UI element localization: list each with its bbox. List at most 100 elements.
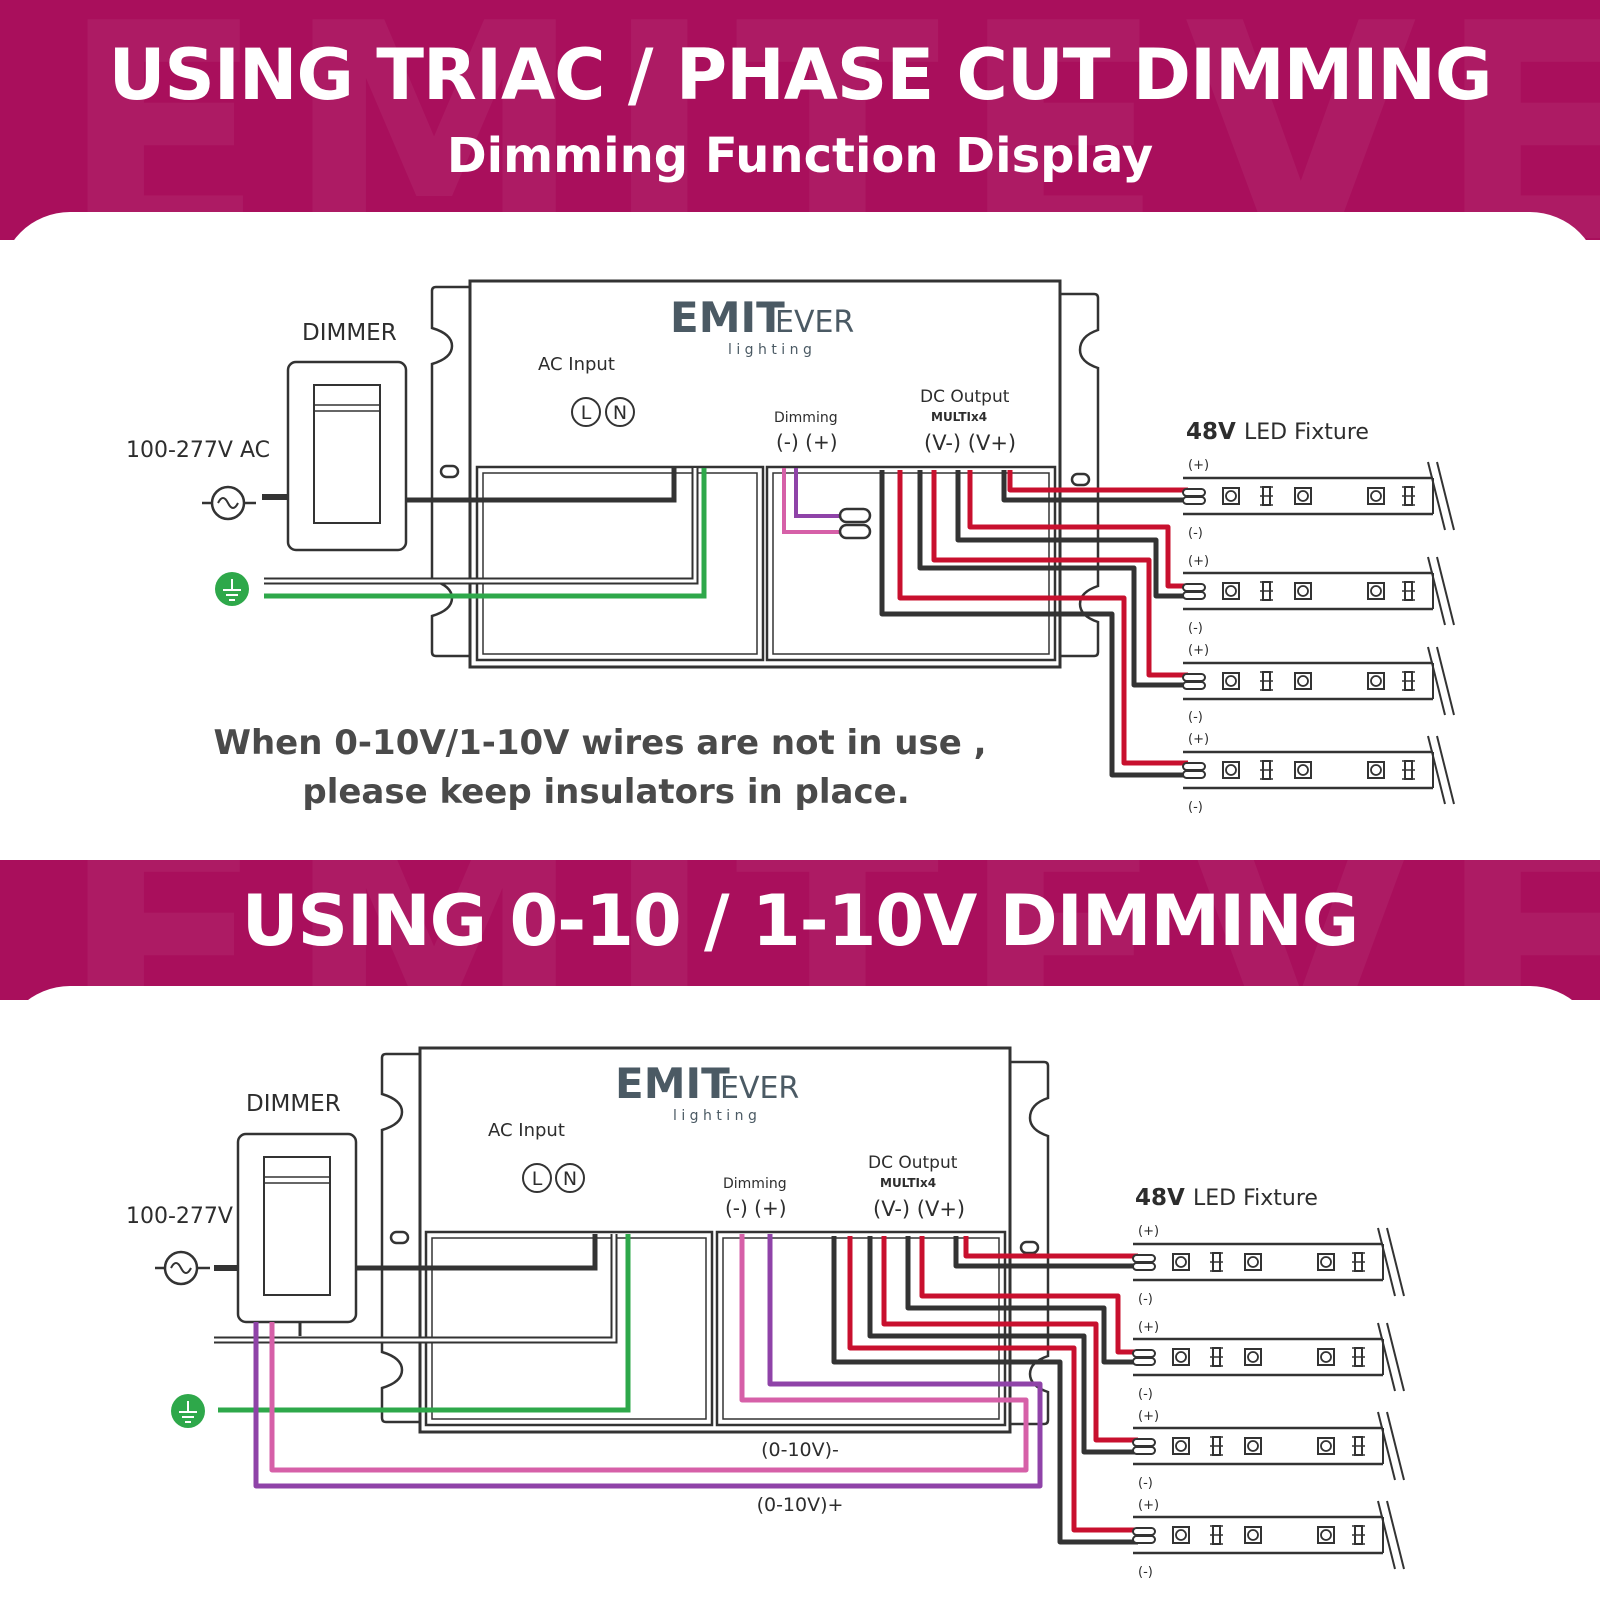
insulator-note-line1: When 0-10V/1-10V wires are not in use , (213, 723, 986, 763)
wire-minus-label: (0-10V)- (761, 1439, 839, 1461)
fixture-minus-label: (-) (1188, 800, 1203, 815)
dim-minus-wire (782, 468, 842, 534)
terminal-n-icon (605, 397, 635, 427)
dc-compartment (765, 465, 1057, 662)
dim-minus-wire (269, 1234, 1029, 1473)
fixture-plus-label: (+) (1188, 643, 1209, 658)
led-fixture (1181, 734, 1456, 806)
live-wire (406, 468, 677, 503)
supply-voltage-label: 100-277V AC (126, 438, 270, 463)
section1-diagram: EMIT EVER l i g h t i n g AC Input L N D… (126, 279, 1456, 815)
wire-plus-label: (0-10V)+ (757, 1494, 844, 1516)
section1-subtitle: Dimming Function Display (446, 128, 1154, 184)
dimmer-slider (313, 384, 381, 524)
fixture-minus-label: (-) (1138, 1292, 1153, 1307)
driver-left-flange (430, 285, 470, 658)
led-fixture (1131, 1499, 1406, 1571)
section2-title: USING 0-10 / 1-10V DIMMING (241, 880, 1359, 962)
led-fixture (1131, 1410, 1406, 1482)
dc-output-wires (831, 1236, 1138, 1545)
fixture-plus-label: (+) (1188, 732, 1209, 747)
dimmer-slider (263, 1156, 331, 1296)
svg-text:L: L (532, 1168, 543, 1190)
brand-tagline: l i g h t i n g (673, 1108, 757, 1124)
section2-diagram: EMIT EVER l i g h t i n g AC Input L N D… (126, 1046, 1406, 1580)
ac-compartment (475, 465, 765, 662)
dimming-terminals: (-) (+) (725, 1196, 787, 1220)
svg-text:L: L (581, 402, 592, 424)
led-driver-box (468, 279, 1062, 669)
fixture-plus-label: (+) (1138, 1224, 1159, 1239)
dimmer-wallplate (236, 1132, 358, 1324)
section1-title: USING TRIAC / PHASE CUT DIMMING (108, 34, 1493, 116)
fixture-minus-label: (-) (1188, 621, 1203, 636)
led-fixture (1131, 1321, 1406, 1393)
terminal-l-icon (522, 1163, 552, 1193)
dim-plus-wire (253, 1234, 1043, 1489)
neutral-wire (264, 468, 697, 583)
dimmer-label: DIMMER (302, 320, 397, 346)
brand-logo-bold: EMIT (670, 293, 785, 342)
multi-label: MULTIx4 (931, 410, 987, 424)
fixture-voltage: 48V (1135, 1185, 1185, 1211)
dimming-terminals: (-) (+) (776, 430, 838, 454)
dc-output-wires (879, 470, 1188, 778)
ac-compartment (424, 1230, 714, 1427)
fixture-plus-label: (+) (1138, 1320, 1159, 1335)
supply-voltage-label: 100-277V (126, 1204, 233, 1229)
svg-text:N: N (613, 402, 627, 424)
brand-logo-bold: EMIT (615, 1059, 730, 1108)
dc-output-label: DC Output (920, 387, 1010, 407)
driver-right-flange (1008, 1060, 1050, 1426)
dc-terminals: (V-) (V+) (924, 431, 1016, 455)
mount-slot (1070, 472, 1091, 487)
led-fixture (1131, 1226, 1406, 1298)
led-fixture (1181, 645, 1456, 717)
fixture-voltage: 48V (1186, 419, 1236, 445)
fixture-label: LED Fixture (1193, 1186, 1318, 1211)
fixture-minus-label: (-) (1138, 1565, 1153, 1580)
ac-input-label: AC Input (538, 354, 615, 375)
mount-slot (389, 1230, 410, 1245)
fixture-plus-label: (+) (1188, 554, 1209, 569)
wire-insulator (838, 523, 872, 540)
terminal-n-icon (555, 1163, 585, 1193)
mount-slot (1019, 1240, 1040, 1255)
dc-output-label: DC Output (868, 1153, 958, 1173)
dim-plus-wire (794, 468, 842, 518)
dc-terminals: (V-) (V+) (873, 1197, 965, 1221)
brand-tagline: l i g h t i n g (728, 342, 812, 358)
svg-text:N: N (563, 1168, 577, 1190)
ground-wire (218, 1234, 631, 1413)
live-wire (356, 1234, 598, 1271)
fixture-plus-label: (+) (1138, 1409, 1159, 1424)
fixture-minus-label: (-) (1138, 1387, 1153, 1402)
fixture-plus-label: (+) (1138, 1498, 1159, 1513)
multi-label: MULTIx4 (880, 1176, 936, 1190)
brand-logo-light: EVER (775, 305, 854, 340)
led-fixture (1181, 460, 1456, 532)
wire-insulator (838, 507, 872, 524)
led-fixture (1181, 555, 1456, 627)
brand-logo-light: EVER (720, 1071, 799, 1106)
fixture-label: LED Fixture (1244, 420, 1369, 445)
fixture-minus-label: (-) (1138, 1476, 1153, 1491)
insulator-note-line2: please keep insulators in place. (302, 772, 909, 812)
driver-right-flange (1058, 292, 1100, 658)
neutral-wire (214, 1234, 616, 1342)
dimming-label: Dimming (774, 410, 838, 426)
led-driver-box (418, 1046, 1012, 1434)
ac-input-label: AC Input (488, 1120, 565, 1141)
dimming-label: Dimming (723, 1176, 787, 1192)
terminal-l-icon (571, 397, 601, 427)
mount-slot (439, 464, 460, 479)
driver-left-flange (380, 1052, 420, 1424)
fixture-plus-label: (+) (1188, 458, 1209, 473)
fixture-minus-label: (-) (1188, 710, 1203, 725)
dimmer-wallplate (286, 360, 408, 552)
